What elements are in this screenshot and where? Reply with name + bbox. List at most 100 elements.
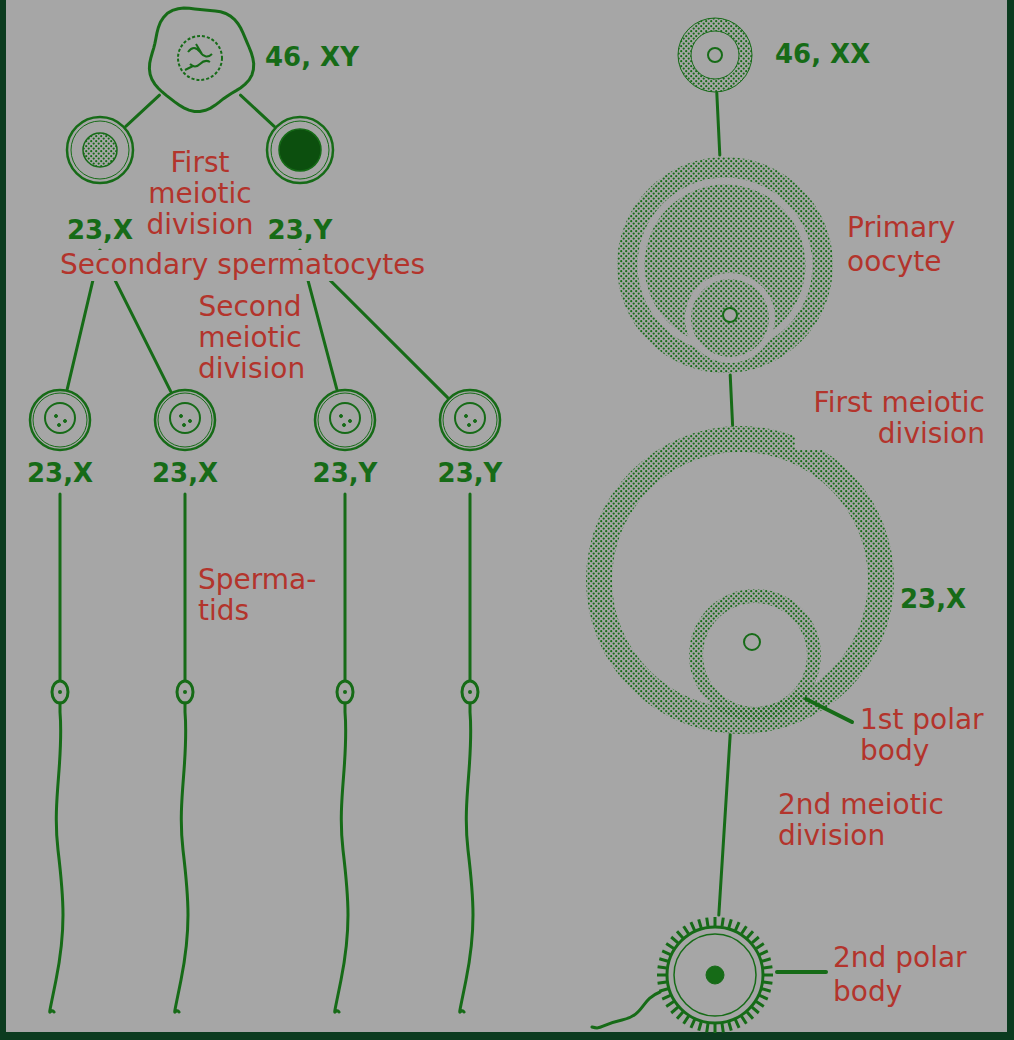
sperm-tail: [335, 703, 348, 1012]
sperm-head: [177, 681, 193, 703]
cell-part: [674, 934, 756, 1016]
cell-label: 23,X: [67, 215, 133, 246]
spermatid-stalk: [344, 494, 347, 680]
cell-outline: [615, 155, 835, 375]
cell-label: 23,Y: [438, 458, 503, 489]
cell-part: [703, 603, 807, 707]
red-label: 1st polar body: [860, 705, 995, 767]
cell-part: [45, 403, 75, 433]
cell-part: [440, 390, 500, 450]
cell-node: 46, XX: [677, 17, 753, 93]
cell-outline: [153, 388, 217, 452]
sperm-head: [462, 681, 478, 703]
cell-part: [30, 390, 90, 450]
cell-outline: [438, 388, 502, 452]
cell-part: [678, 18, 752, 92]
cell-part: [691, 279, 769, 357]
cell-part: [586, 426, 894, 734]
cell-node: 46, XY: [145, 3, 255, 113]
cell-part: [189, 420, 192, 423]
edge-label: 2nd meiotic division: [778, 790, 958, 852]
cell-node: 23,X: [153, 388, 217, 452]
cell-part: [315, 390, 375, 450]
cell-part: [55, 415, 58, 418]
cell-label: 46, XY: [265, 42, 359, 73]
cell-part: [267, 117, 333, 183]
sperm-head: [52, 681, 68, 703]
sperm-nucleus: [58, 690, 62, 694]
red-label: Second meiotic division: [198, 292, 302, 384]
cell-part: [330, 403, 360, 433]
cell-outline: [65, 115, 135, 185]
cell-node: 23,X: [65, 115, 135, 185]
cell-part: [612, 452, 868, 708]
cell-label: 2nd polar body: [833, 941, 983, 1008]
spermatid-stalk: [469, 494, 472, 680]
cell-part: [468, 424, 471, 427]
cell-part: [340, 415, 343, 418]
cell-part: [474, 420, 477, 423]
cell-part: [67, 117, 133, 183]
cell-outline: [28, 388, 92, 452]
sperm-nucleus: [343, 690, 347, 694]
cell-node: 23,X: [28, 388, 92, 452]
cell-part: [170, 403, 200, 433]
cell-part: [667, 927, 763, 1023]
cell-part: [617, 157, 833, 373]
cell-part: [178, 36, 222, 80]
cell-part: [443, 393, 497, 447]
cell-part: [83, 133, 117, 167]
connector: [719, 735, 730, 915]
cell-label: 23,X: [152, 458, 218, 489]
sperm-nucleus: [183, 690, 187, 694]
cell-node: 2nd polar body: [655, 915, 775, 1035]
cell-label: 23,X: [27, 458, 93, 489]
cell-part: [465, 415, 468, 418]
cell-outline: [149, 8, 253, 111]
cell-part: [708, 48, 722, 62]
cell-part: [279, 129, 321, 171]
cell-part: [58, 424, 61, 427]
cell-part: [691, 31, 739, 79]
corona-radiata: [657, 917, 773, 1033]
chromatin: [185, 44, 212, 70]
red-label: First meiotic division: [140, 148, 260, 240]
cell-label: 46, XX: [775, 39, 870, 70]
cell-part: [64, 420, 67, 423]
cell-part: [183, 424, 186, 427]
cell-part: [271, 121, 329, 179]
cell-part: [706, 966, 724, 984]
sperm-nucleus: [468, 690, 472, 694]
sperm-tail: [592, 992, 660, 1028]
cell-outline: [677, 17, 753, 93]
sperm-tail: [50, 703, 63, 1012]
red-label: Sperma- tids: [198, 565, 328, 627]
cell-node: 23,X: [585, 425, 895, 735]
cell-node: 23,Y: [438, 388, 502, 452]
cell-outline: [313, 388, 377, 452]
spermatid-stalk: [59, 494, 62, 680]
cell-part: [689, 589, 821, 721]
cell-node: 23,Y: [265, 115, 335, 185]
cell-part: [71, 121, 129, 179]
cell-outline: [655, 915, 775, 1035]
connector: [717, 93, 720, 155]
cell-part: [455, 403, 485, 433]
cell-label: 23,Y: [313, 458, 378, 489]
sperm-head: [337, 681, 353, 703]
cell-part: [343, 424, 346, 427]
cell-label: 23,Y: [268, 215, 333, 246]
cell-outline: [585, 425, 895, 735]
cell-part: [155, 390, 215, 450]
red-label: Secondary spermatocytes: [60, 250, 425, 281]
cell-outline: [145, 3, 255, 113]
cell-part: [33, 393, 87, 447]
cell-part: [349, 420, 352, 423]
cell-label: Primary oocyte: [847, 211, 997, 278]
sperm-tail: [175, 703, 188, 1012]
connector: [730, 375, 732, 425]
cell-node: Primary oocyte: [615, 155, 835, 375]
cell-node: 23,Y: [313, 388, 377, 452]
sperm-tail: [460, 703, 473, 1012]
